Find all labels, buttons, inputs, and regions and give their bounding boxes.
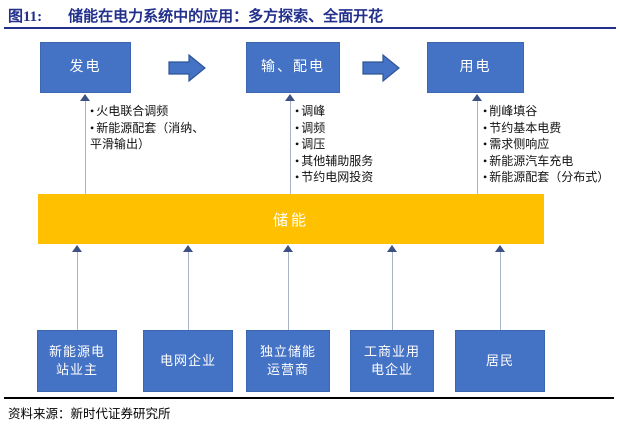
bullet-item: 节约电网投资 — [295, 169, 425, 186]
connector-line — [499, 252, 501, 330]
figure-title: 图11: 储能在电力系统中的应用：多方探索、全面开花 — [8, 5, 616, 26]
bullet-item: 其他辅助服务 — [295, 153, 425, 170]
up-arrow-connector — [494, 245, 506, 330]
flow-box-label: 输、配电 — [261, 59, 325, 75]
connector-line — [476, 101, 478, 194]
flow-box-generation: 发电 — [40, 42, 131, 93]
arrowhead-up-icon — [472, 94, 482, 101]
stakeholder-box-industrial-commercial-user: 工商业用 电企业 — [350, 330, 434, 392]
storage-bar: 储能 — [38, 194, 544, 244]
stakeholder-box-new-energy-plant-owner: 新能源电 站业主 — [37, 330, 117, 392]
footer-divider — [4, 397, 614, 399]
connector-line — [289, 101, 291, 194]
up-arrow-connector — [471, 94, 483, 194]
figure-number-label: 图11: — [8, 9, 43, 25]
up-arrow-connector — [386, 245, 398, 330]
stakeholder-label: 工商业用 电企业 — [363, 343, 420, 377]
stakeholder-label: 独立储能 运营商 — [259, 343, 316, 377]
figure-title-text: 储能在电力系统中的应用：多方探索、全面开花 — [68, 9, 384, 25]
bullet-item: 新能源配套（分布式） — [483, 169, 620, 186]
arrowhead-up-icon — [80, 94, 90, 101]
bullet-item: 新能源汽车充电 — [483, 153, 620, 170]
flow-box-consumption: 用电 — [427, 42, 524, 93]
up-arrow-connector — [284, 94, 296, 194]
stakeholder-box-independent-storage-operator: 独立储能 运营商 — [246, 330, 330, 392]
up-arrow-connector — [182, 245, 194, 330]
stakeholder-label: 新能源电 站业主 — [48, 343, 105, 377]
arrowhead-up-icon — [387, 245, 397, 252]
connector-line — [391, 252, 393, 330]
bullet-item: 调压 — [295, 136, 425, 153]
connector-line — [84, 101, 86, 194]
up-arrow-connector — [282, 245, 294, 330]
stakeholder-box-grid-company: 电网企业 — [143, 330, 233, 392]
benefit-list-grid: 调峰 调频 调压 其他辅助服务 节约电网投资 — [295, 103, 425, 186]
up-arrow-connector — [79, 94, 91, 194]
bullet-item: 火电联合调频 — [90, 103, 208, 120]
benefit-list-generation: 火电联合调频 新能源配套（消纳、平滑输出） — [90, 103, 208, 153]
benefit-list-consumption: 削峰填谷 节约基本电费 需求侧响应 新能源汽车充电 新能源配套（分布式） — [483, 103, 620, 186]
arrowhead-up-icon — [495, 245, 505, 252]
bullet-item: 调峰 — [295, 103, 425, 120]
arrowhead-up-icon — [285, 94, 295, 101]
flow-box-label: 用电 — [459, 59, 492, 75]
bullet-item: 节约基本电费 — [483, 120, 620, 137]
stakeholder-label: 电网企业 — [159, 352, 216, 368]
bullet-item: 削峰填谷 — [483, 103, 620, 120]
connector-line — [76, 252, 78, 330]
connector-line — [287, 252, 289, 330]
up-arrow-connector — [71, 245, 83, 330]
storage-bar-label: 储能 — [272, 212, 309, 229]
right-block-arrow-icon — [168, 54, 206, 82]
stakeholder-label: 居民 — [485, 352, 514, 368]
bullet-item: 新能源配套（消纳、平滑输出） — [90, 120, 208, 153]
title-divider — [4, 27, 616, 29]
arrowhead-up-icon — [283, 245, 293, 252]
arrowhead-up-icon — [72, 245, 82, 252]
flow-box-transmission-distribution: 输、配电 — [246, 42, 340, 93]
bullet-item: 调频 — [295, 120, 425, 137]
flow-box-label: 发电 — [69, 59, 102, 75]
bullet-item: 需求侧响应 — [483, 136, 620, 153]
source-note: 资料来源：新时代证券研究所 — [8, 407, 171, 421]
stakeholder-box-residents: 居民 — [455, 330, 545, 392]
right-block-arrow-icon — [362, 54, 400, 82]
connector-line — [187, 252, 189, 330]
arrowhead-up-icon — [183, 245, 193, 252]
